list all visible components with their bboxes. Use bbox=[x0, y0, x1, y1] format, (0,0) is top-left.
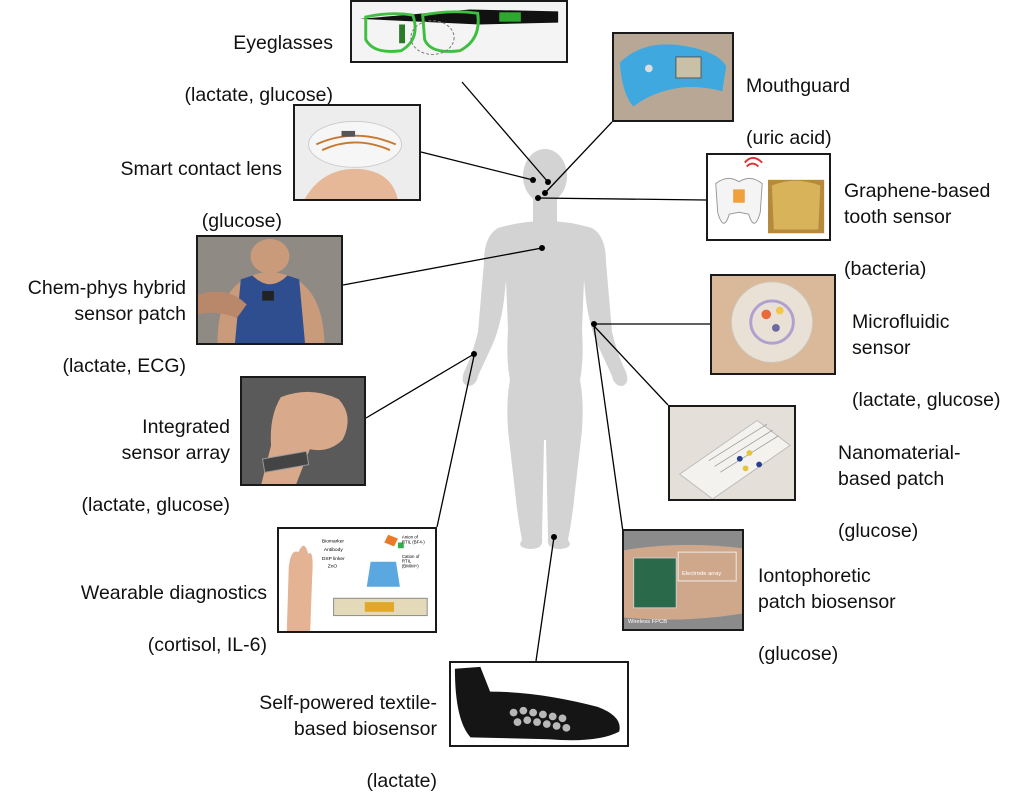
line-sensor-array bbox=[365, 353, 475, 419]
ionto-fpcb-text: Wireless FPCB bbox=[628, 619, 667, 625]
ionto-electrode-text: Electrode array bbox=[682, 571, 721, 577]
diag-antibody-text: Antibody bbox=[324, 547, 344, 553]
hybrid-patch-title: Chem-phys hybrid sensor patch bbox=[27, 277, 186, 325]
line-nanomaterial bbox=[593, 325, 669, 406]
nanomaterial-patch-label: Nanomaterial- based patch (glucose) bbox=[838, 414, 960, 544]
hybrid-patch-label: Chem-phys hybrid sensor patch (lactate, … bbox=[28, 249, 186, 379]
diagnostics-label: Wearable diagnostics (cortisol, IL-6) bbox=[81, 554, 267, 658]
textile-title: Self-powered textile- based biosensor bbox=[259, 692, 437, 740]
nanomaterial-patch-title: Nanomaterial- based patch bbox=[838, 442, 961, 490]
iontophoretic-label: Iontophoretic patch biosensor (glucose) bbox=[758, 537, 896, 667]
nanomaterial-patch-analytes: (glucose) bbox=[838, 520, 919, 542]
diagnostics-analytes: (cortisol, IL-6) bbox=[147, 634, 267, 656]
tooth-sensor-title: Graphene-based tooth sensor bbox=[844, 180, 991, 228]
line-tooth bbox=[537, 197, 707, 201]
diag-biomarker-text: Biomarker bbox=[322, 538, 345, 544]
diag-dsp-text: DSP linker bbox=[322, 556, 345, 562]
connector-lines bbox=[342, 81, 710, 662]
eyeglasses-analytes: (lactate, glucose) bbox=[184, 84, 334, 106]
sensor-array-label: Integrated sensor array (lactate, glucos… bbox=[82, 388, 231, 518]
line-eyeglasses bbox=[461, 81, 549, 183]
hybrid-patch-photo bbox=[196, 235, 343, 345]
sensor-array-analytes: (lactate, glucose) bbox=[81, 494, 231, 516]
sock-photo bbox=[449, 661, 629, 747]
human-body-silhouette bbox=[462, 149, 628, 549]
iontophoretic-analytes: (glucose) bbox=[758, 643, 839, 665]
mouthguard-photo bbox=[612, 32, 734, 122]
microfluidic-title: Microfluidic sensor bbox=[852, 311, 950, 359]
contact-lens-title: Smart contact lens bbox=[120, 158, 282, 180]
line-textile bbox=[535, 536, 555, 662]
iontophoretic-title: Iontophoretic patch biosensor bbox=[758, 565, 896, 613]
mouthguard-analytes: (uric acid) bbox=[746, 127, 832, 149]
tooth-sensor-label: Graphene-based tooth sensor (bacteria) bbox=[844, 152, 990, 282]
microfluidic-photo bbox=[710, 274, 836, 375]
mouthguard-label: Mouthguard (uric acid) bbox=[746, 47, 850, 151]
wristband-photo bbox=[240, 376, 366, 486]
diagnostics-photo: Biomarker Antibody DSP linker ZnO Anion … bbox=[277, 527, 437, 633]
textile-analytes: (lactate) bbox=[366, 770, 437, 792]
sensor-array-title: Integrated sensor array bbox=[121, 416, 230, 464]
contact-lens-photo bbox=[293, 104, 421, 201]
eyeglasses-title: Eyeglasses bbox=[233, 32, 333, 54]
textile-label: Self-powered textile- based biosensor (l… bbox=[259, 664, 437, 794]
diag-zno-text: ZnO bbox=[328, 564, 338, 570]
diagnostics-title: Wearable diagnostics bbox=[80, 582, 267, 604]
figure-canvas bbox=[342, 81, 710, 662]
line-contact-lens bbox=[420, 151, 534, 181]
line-mouthguard bbox=[544, 121, 613, 194]
iontophoretic-photo: Electrode array Wireless FPCB bbox=[622, 529, 744, 631]
tooth-sensor-analytes: (bacteria) bbox=[844, 258, 927, 280]
line-diagnostics bbox=[436, 355, 475, 528]
connector-dots bbox=[471, 177, 597, 540]
microfluidic-label: Microfluidic sensor (lactate, glucose) bbox=[852, 283, 1001, 413]
contact-lens-label: Smart contact lens (glucose) bbox=[121, 130, 282, 234]
hybrid-patch-analytes: (lactate, ECG) bbox=[62, 355, 186, 377]
line-iontophoretic bbox=[593, 325, 624, 533]
microfluidic-analytes: (lactate, glucose) bbox=[852, 389, 1001, 411]
tooth-sensor-photo bbox=[706, 153, 831, 241]
line-hybrid bbox=[342, 247, 543, 286]
eyeglasses-label: Eyeglasses (lactate, glucose) bbox=[185, 4, 334, 108]
eyeglasses-photo bbox=[350, 0, 568, 63]
contact-lens-analytes: (glucose) bbox=[201, 210, 282, 232]
mouthguard-title: Mouthguard bbox=[746, 75, 851, 97]
nanomaterial-patch-photo bbox=[668, 405, 796, 501]
